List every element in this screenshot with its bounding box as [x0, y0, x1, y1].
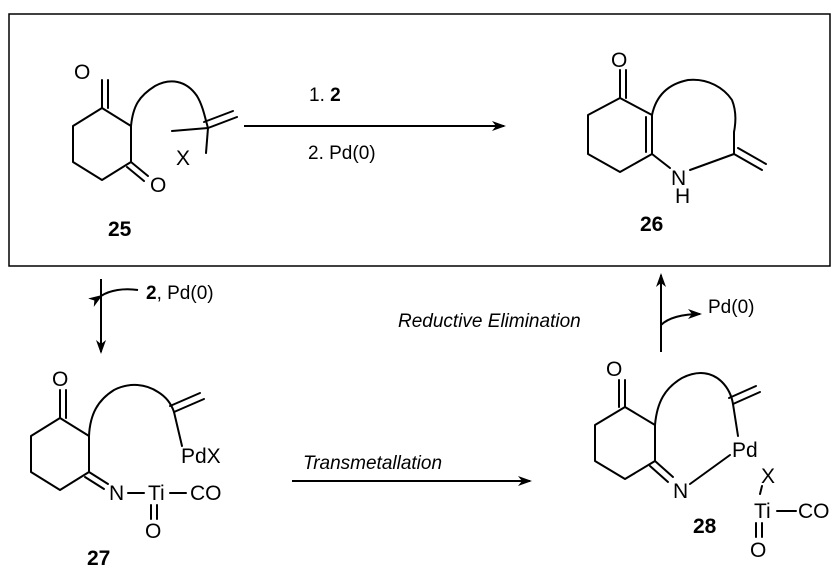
atom-ti: Ti: [148, 482, 165, 505]
compound-label-26: 26: [640, 213, 663, 236]
svg-text:2, Pd(0): 2, Pd(0): [146, 283, 214, 304]
atom-pdx: PdX: [181, 445, 221, 468]
atom-co: CO: [798, 500, 830, 523]
main-reaction-box: [8, 13, 831, 267]
step-a-conditions: , Pd(0): [157, 283, 214, 304]
compound-26: O N H 26: [587, 49, 767, 236]
compound-28: O Pd N X Ti CO O 28: [594, 358, 830, 562]
atom-o: O: [606, 358, 622, 381]
atom-n: N: [109, 482, 124, 505]
atom-o: O: [74, 61, 90, 84]
compound-label-28: 28: [693, 515, 717, 538]
compound-27: O PdX N Ti CO O 27: [30, 368, 222, 570]
atom-co: CO: [190, 482, 222, 505]
atom-o: O: [611, 49, 627, 72]
step-c-curved-arrow: [660, 309, 702, 326]
compound-25: O O X 25: [72, 61, 238, 241]
atom-h: H: [675, 185, 690, 208]
atom-ti: Ti: [754, 500, 771, 523]
svg-text:1. 2: 1. 2: [309, 85, 341, 106]
atom-o: O: [52, 368, 68, 391]
atom-n: N: [671, 167, 686, 190]
atom-n: N: [673, 480, 688, 503]
step-a-curved-arrow: [88, 288, 139, 307]
step-c-product: Pd(0): [708, 297, 754, 318]
atom-o: O: [145, 520, 161, 543]
compound-label-27: 27: [87, 547, 110, 570]
atom-o: O: [750, 539, 766, 562]
atom-o: O: [150, 174, 166, 197]
step2-conditions: 2. Pd(0): [308, 143, 376, 164]
atom-x: X: [176, 147, 190, 170]
step-c-label: Reductive Elimination: [398, 311, 581, 332]
step1-reagent: 2: [330, 85, 341, 106]
atom-x: X: [761, 465, 775, 488]
step-a-reagent: 2: [146, 283, 157, 304]
step1-prefix: 1.: [309, 85, 330, 106]
step-b-label: Transmetallation: [303, 453, 442, 474]
compound-label-25: 25: [108, 218, 132, 241]
atom-pd: Pd: [732, 439, 758, 462]
